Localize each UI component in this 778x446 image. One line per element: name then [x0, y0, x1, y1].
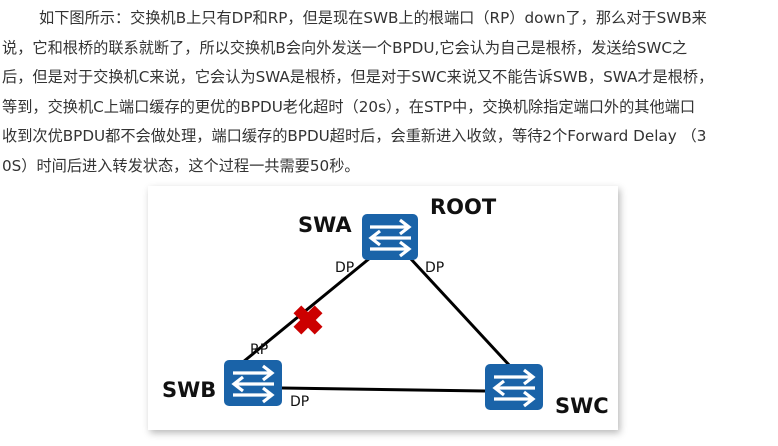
- stp-topology-diagram: ROOT SWA SWB SWC DP DP RP DP: [148, 186, 618, 430]
- paragraph-line: 等到，交换机C上端口缓存的更优的BPDU老化超时（20s），在STP中，交换机除…: [2, 97, 696, 116]
- port-label-swa-left: DP: [335, 260, 354, 276]
- link-swa-swc: [408, 256, 512, 368]
- paragraph-line: 如下图所示：交换机B上只有DP和RP，但是现在SWB上的根端口（RP）down了…: [39, 9, 707, 27]
- paragraph-line: 后，但是对于交换机C来说，它会认为SWA是根桥，但是对于SWC来说又不能告诉SW…: [2, 68, 714, 86]
- switch-swa-icon: [362, 214, 418, 260]
- link-failure-x-icon: [293, 305, 323, 335]
- paragraph-line: 0S）时间后进入转发状态，这个过程一共需要50秒。: [2, 156, 360, 175]
- switch-swb-label: SWB: [162, 378, 216, 402]
- paragraph-line: 收到次优BPDU都不会做处理，端口缓存的BPDU超时后，会重新进入收敛，等待2个…: [2, 127, 707, 145]
- switch-swa-label: SWA: [298, 213, 352, 237]
- link-swa-swb: [242, 256, 371, 364]
- switch-swc-icon: [485, 364, 543, 410]
- switch-swc-label: SWC: [555, 394, 609, 418]
- topology-svg: ROOT SWA SWB SWC DP DP RP DP: [162, 195, 609, 418]
- root-label: ROOT: [430, 195, 497, 219]
- port-label-swb-right: DP: [290, 394, 309, 410]
- port-label-swa-right: DP: [425, 260, 444, 276]
- port-label-swb-up: RP: [250, 342, 268, 358]
- switch-swb-icon: [224, 360, 282, 406]
- paragraph-line: 说，它和根桥的联系就断了，所以交换机B会向外发送一个BPDU,它会认为自己是根桥…: [2, 38, 688, 57]
- link-swb-swc: [281, 386, 486, 393]
- explanation-paragraph: 如下图所示：交换机B上只有DP和RP，但是现在SWB上的根端口（RP）down了…: [2, 4, 776, 181]
